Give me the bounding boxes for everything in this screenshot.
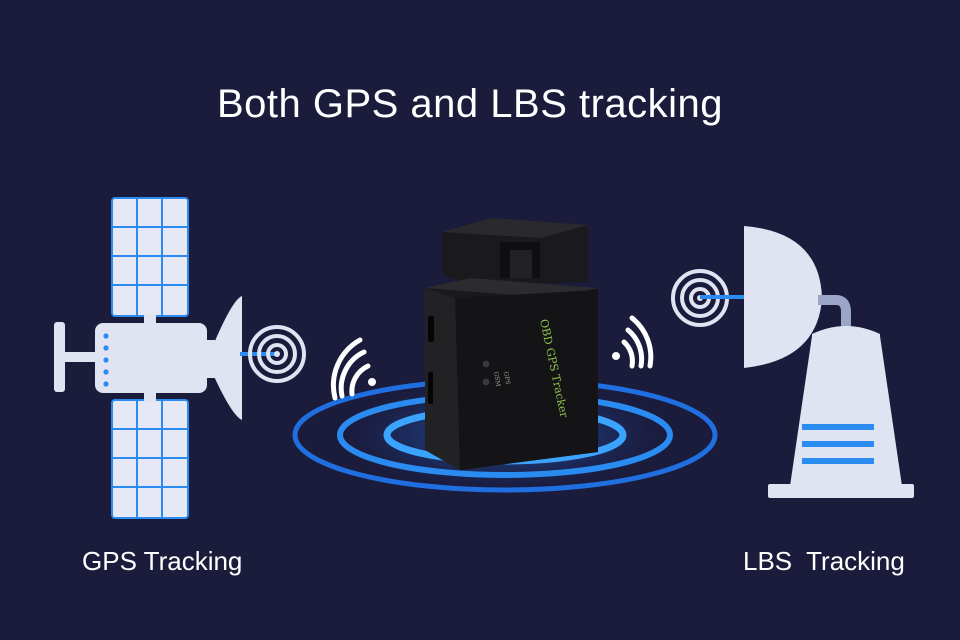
satellite-icon [54, 197, 306, 519]
page-title: Both GPS and LBS tracking [216, 82, 724, 126]
radio-tower-icon [671, 226, 914, 498]
gps-label: GPS [502, 371, 511, 385]
gps-tracking-caption: GPS Tracking [82, 546, 243, 576]
target-rings-icon [248, 325, 306, 383]
wifi-signal-icon [612, 315, 654, 369]
gsm-label: GSM [492, 371, 502, 387]
obd-tracker-device: GSM GPS OBD GPS Tracker [425, 218, 598, 470]
wifi-signal-icon [330, 337, 376, 401]
lbs-tracking-caption: LBS Tracking [743, 546, 905, 576]
